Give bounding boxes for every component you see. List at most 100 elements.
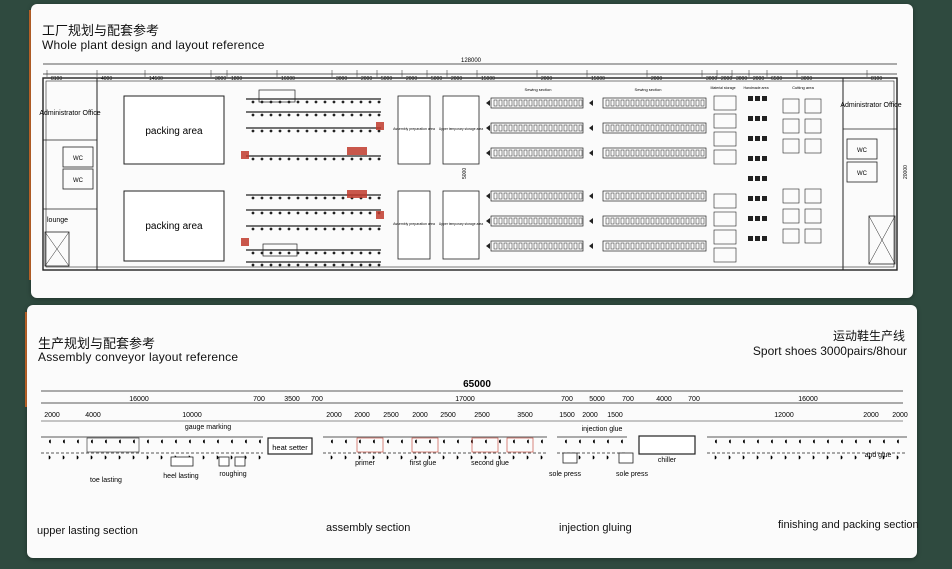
svg-text:◗: ◗ bbox=[483, 452, 488, 462]
handmade-label: Handmade area bbox=[743, 86, 768, 90]
sole-press-1-label: sole press bbox=[549, 471, 581, 478]
and-glue-label: and glue bbox=[865, 452, 892, 459]
plant-title-cn: 工厂规划与配套参考 bbox=[42, 23, 160, 38]
svg-text:◖: ◖ bbox=[201, 436, 206, 446]
first-glue-label: first glue bbox=[410, 460, 437, 467]
svg-text:◗: ◗ bbox=[47, 452, 52, 462]
svg-text:◗: ◗ bbox=[895, 452, 900, 462]
plant-top-dim: 6500 bbox=[771, 76, 782, 82]
svg-text:◖: ◖ bbox=[399, 436, 404, 446]
svg-text:◗: ◗ bbox=[825, 452, 830, 462]
svg-text:◗: ◗ bbox=[75, 452, 80, 462]
svg-text:◗: ◗ bbox=[605, 452, 610, 462]
sewing-section-label-2: Sewing section bbox=[635, 87, 662, 92]
svg-text:◖: ◖ bbox=[563, 436, 568, 446]
conveyor-section-dim: 700 bbox=[561, 396, 573, 403]
svg-text:◗: ◗ bbox=[145, 452, 150, 462]
wc-label-3: WC bbox=[857, 148, 868, 154]
svg-text:◖: ◖ bbox=[619, 436, 624, 446]
conveyor-sub-dim: 1500 bbox=[607, 412, 623, 419]
svg-text:◗: ◗ bbox=[511, 452, 516, 462]
plant-top-dim: 2000 bbox=[721, 76, 732, 82]
roughing-label: roughing bbox=[219, 471, 246, 478]
svg-text:◗: ◗ bbox=[591, 452, 596, 462]
conveyor-sub-dim: 2000 bbox=[326, 412, 342, 419]
chiller-box bbox=[638, 435, 696, 455]
assembly-prep-bottom-label: Assembly preparation area bbox=[393, 222, 435, 226]
sole-press-2-label: sole press bbox=[616, 471, 648, 478]
svg-text:◖: ◖ bbox=[839, 436, 844, 446]
conveyor-sub-dim: 2500 bbox=[440, 412, 456, 419]
plant-top-dim: 8100 bbox=[871, 76, 882, 82]
packing-area-bottom bbox=[123, 190, 225, 262]
chiller-label: chiller bbox=[658, 457, 677, 464]
svg-text:◖: ◖ bbox=[881, 436, 886, 446]
admin-office-left-label: Administrator Office bbox=[39, 110, 100, 117]
red-machine-1 bbox=[347, 147, 367, 155]
conveyor-sub-dim: 2000 bbox=[863, 412, 879, 419]
svg-text:◗: ◗ bbox=[881, 452, 886, 462]
svg-text:◖: ◖ bbox=[215, 436, 220, 446]
svg-text:◖: ◖ bbox=[525, 436, 530, 446]
svg-text:◗: ◗ bbox=[839, 452, 844, 462]
svg-text:◗: ◗ bbox=[343, 452, 348, 462]
conveyor-subtitle-en: Sport shoes 3000pairs/8hour bbox=[752, 344, 907, 358]
upper-storage-top bbox=[442, 95, 480, 165]
conveyor-sub-dim: 2000 bbox=[412, 412, 428, 419]
conveyor-tracks: ◖ ◗ ◖ ◗ ◖ ◗ ◖ ◗ ◖ ◗ ◖ ◗ ◖ ◗ ◖ ◗ ◖ ◗ ◖ ◗ ◖ ◗ ◖ ◗ ◖ ◗ ◖ ◗ ◖ ◗ ◖ ◗ ◖ ◗ ◖ ◗ ◖ ◗ ◖ ◗… bbox=[41, 436, 907, 462]
svg-text:◖: ◖ bbox=[577, 436, 582, 446]
svg-text:◖: ◖ bbox=[117, 436, 122, 446]
roughing-box-1 bbox=[218, 456, 230, 467]
conveyor-section-dim: 700 bbox=[253, 396, 265, 403]
conveyor-total-dim: 65000 bbox=[463, 379, 491, 390]
svg-text:◗: ◗ bbox=[727, 452, 732, 462]
svg-text:◗: ◗ bbox=[755, 452, 760, 462]
wc-label-2: WC bbox=[73, 178, 84, 184]
svg-text:◖: ◖ bbox=[713, 436, 718, 446]
svg-text:◖: ◖ bbox=[159, 436, 164, 446]
svg-text:◖: ◖ bbox=[357, 436, 362, 446]
section-upper-lasting: upper lasting section bbox=[37, 525, 138, 537]
toe-lasting-label: toe lasting bbox=[90, 477, 122, 484]
svg-text:◖: ◖ bbox=[497, 436, 502, 446]
wc-right-2 bbox=[846, 161, 878, 183]
plant-top-dim: 5000 bbox=[431, 76, 442, 82]
svg-text:◗: ◗ bbox=[413, 452, 418, 462]
svg-text:◖: ◖ bbox=[257, 436, 262, 446]
svg-text:◖: ◖ bbox=[173, 436, 178, 446]
svg-text:◖: ◖ bbox=[47, 436, 52, 446]
svg-text:◖: ◖ bbox=[131, 436, 136, 446]
conveyor-sub-dim: 2500 bbox=[474, 412, 490, 419]
red-machine-6 bbox=[376, 211, 384, 219]
svg-text:◖: ◖ bbox=[783, 436, 788, 446]
svg-text:◖: ◖ bbox=[539, 436, 544, 446]
svg-text:◗: ◗ bbox=[201, 452, 206, 462]
svg-text:◖: ◖ bbox=[329, 436, 334, 446]
conveyor-sub-dim: 12000 bbox=[774, 412, 794, 419]
plant-top-dim: 3000 bbox=[336, 76, 347, 82]
svg-text:◗: ◗ bbox=[713, 452, 718, 462]
conveyor-section-dim: 4000 bbox=[656, 396, 672, 403]
svg-text:◗: ◗ bbox=[371, 452, 376, 462]
svg-text:◖: ◖ bbox=[853, 436, 858, 446]
packing-area-top bbox=[123, 95, 225, 165]
plant-top-dim: 2000 bbox=[753, 76, 764, 82]
svg-text:◗: ◗ bbox=[103, 452, 108, 462]
svg-text:◖: ◖ bbox=[455, 436, 460, 446]
sewing-section-label-1: Sewing section bbox=[525, 87, 552, 92]
stair-left bbox=[44, 231, 70, 267]
svg-text:◖: ◖ bbox=[797, 436, 802, 446]
second-glue-label: second glue bbox=[471, 460, 509, 467]
plant-top-dim: 14500 bbox=[149, 76, 163, 82]
conveyor-section-dim: 700 bbox=[311, 396, 323, 403]
wc-right-1 bbox=[846, 138, 878, 160]
svg-text:◖: ◖ bbox=[187, 436, 192, 446]
admin-office-right-label: Administrator Office bbox=[840, 102, 901, 109]
svg-text:◖: ◖ bbox=[867, 436, 872, 446]
svg-text:◗: ◗ bbox=[257, 452, 262, 462]
svg-text:◗: ◗ bbox=[741, 452, 746, 462]
svg-text:◖: ◖ bbox=[427, 436, 432, 446]
svg-text:◖: ◖ bbox=[145, 436, 150, 446]
plant-top-dim: 3000 bbox=[801, 76, 812, 82]
